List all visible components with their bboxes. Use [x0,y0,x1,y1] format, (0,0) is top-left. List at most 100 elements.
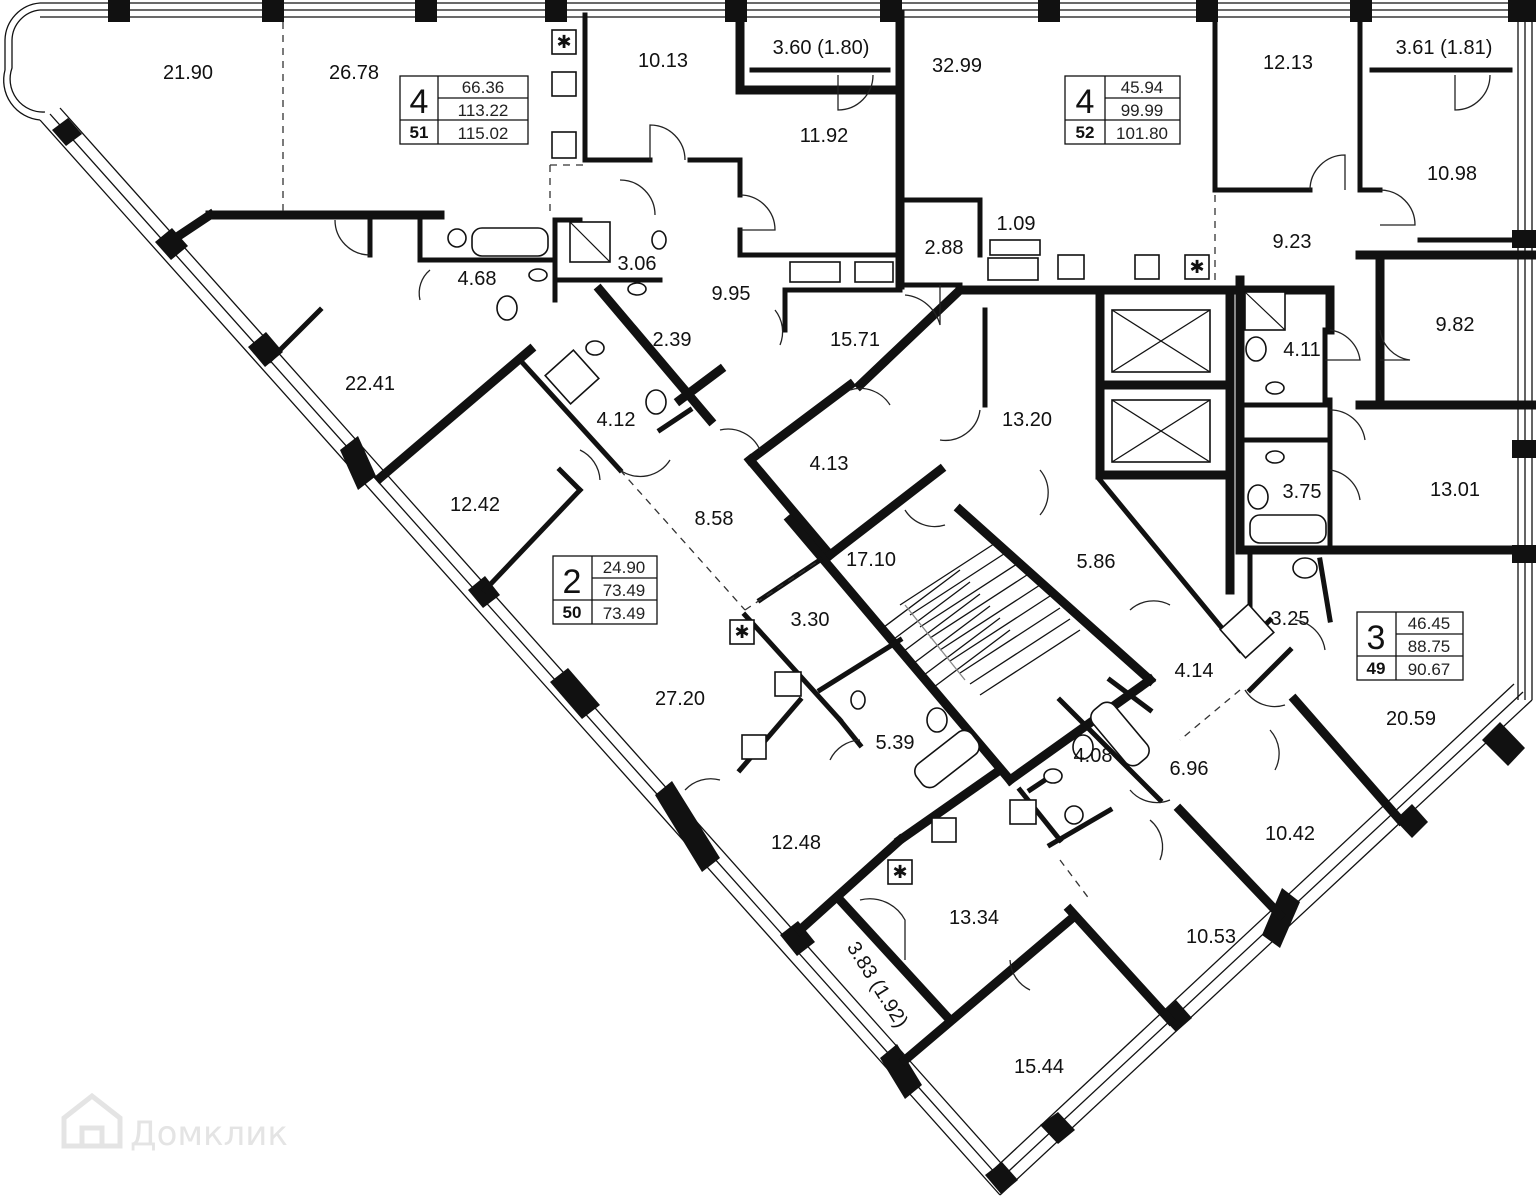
structural-walls [173,10,1536,1067]
apartment-living-area: 45.94 [1121,78,1164,97]
room-area-label: 2.88 [925,237,964,259]
room-area-label: 3.30 [791,609,830,631]
sink-icon [1057,254,1085,280]
apartment-rooms: 3 [1367,619,1386,657]
washbasin-icon [1292,557,1318,579]
shower-icon [1219,603,1275,659]
watermark-text: Домклик [130,1114,288,1154]
room-area-label: 15.71 [830,329,880,351]
toilet-icon [627,282,647,296]
room-area-label: 13.01 [1430,479,1480,501]
room-area-label: 9.82 [1436,314,1475,336]
apartment-area-with-balcony: 115.02 [458,124,509,143]
room-area-label: 2.39 [653,329,692,351]
apartment-number: 52 [1076,123,1095,142]
core [879,309,1211,696]
facade-piers [52,0,1536,1194]
apartment-rooms: 4 [1076,83,1095,121]
room-area-label: 21.90 [163,62,213,84]
bathtub-icon [1249,514,1327,544]
counter-icon [789,261,841,283]
watermark: Домклик [61,1092,288,1154]
apartment-area-with-balcony: 90.67 [1408,660,1451,679]
room-area-label: 26.78 [329,62,379,84]
bathtub-icon [1090,701,1150,767]
room-area-label: 3.75 [1283,481,1322,503]
room-area-label: 3.06 [618,253,657,275]
svg-text:✱: ✱ [1189,257,1204,278]
toilet-icon [1043,768,1063,784]
staircase-icon [879,539,1081,696]
toilet-icon [651,230,667,250]
svg-text:✱: ✱ [892,862,907,883]
apartment-number: 49 [1367,659,1386,678]
room-area-label: 10.42 [1265,823,1315,845]
room-area-label: 17.10 [846,549,896,571]
counter-icon [987,257,1039,281]
toilet-icon [850,690,866,710]
apartment-total-area: 113.22 [458,101,509,120]
bathtub-icon [471,227,549,257]
counter-icon [854,261,894,283]
room-area-label: 5.86 [1077,551,1116,573]
apartment-living-area: 24.90 [603,558,646,577]
washbasin-icon [1245,336,1267,362]
apartment-area-with-balcony: 101.80 [1116,124,1168,143]
ventilation-icon [887,859,913,885]
svg-text:✱: ✱ [734,622,749,643]
washbasin-icon [926,707,948,733]
room-area-label: 3.61 (1.81) [1396,37,1493,59]
room-area-label: 27.20 [655,688,705,710]
room-area-label: 12.48 [771,832,821,854]
room-area-label: 3.60 (1.80) [773,37,870,59]
room-area-label: 13.20 [1002,409,1052,431]
zone-dividers [282,22,1241,901]
apartment-living-area: 46.45 [1408,614,1451,633]
ventilation-icon [729,619,755,645]
house-icon [61,1092,123,1149]
room-area-label: 22.41 [345,373,395,395]
room-area-label: 1.09 [997,213,1036,235]
apartment-total-area: 73.49 [603,581,646,600]
ventilation-icon [1184,254,1210,280]
room-area-label: 10.53 [1186,926,1236,948]
room-area-label: 11.92 [800,125,849,147]
apartment-info-51: 4 51 66.36 113.22 115.02 [399,75,529,145]
apartment-total-area: 88.75 [1408,637,1451,656]
room-area-label: 4.11 [1283,339,1320,361]
toilet-icon [585,340,605,356]
room-area-label: 32.99 [932,55,982,77]
washer-icon [447,228,467,248]
apartment-number: 51 [410,123,429,142]
room-area-label: 4.08 [1074,745,1113,767]
partition-walls [266,12,1536,849]
room-area-label: 10.13 [638,50,688,72]
room-area-label: 6.96 [1170,758,1209,780]
apartment-rooms: 4 [410,83,429,121]
room-area-label: 4.14 [1175,660,1214,682]
washbasin-icon [1247,484,1269,510]
room-area-label: 8.58 [695,508,734,530]
apartment-rooms: 2 [563,563,582,601]
washbasin-icon [496,295,518,321]
sink-icon [1009,799,1037,825]
door-swings [334,74,1491,991]
toilet-icon [1265,450,1285,464]
sink-icon [774,671,802,697]
bathtub-icon [914,729,980,789]
toilet-icon [1265,381,1285,395]
room-area-label: 10.98 [1427,163,1477,185]
apartment-total-area: 99.99 [1121,101,1164,120]
room-area-label: 4.12 [597,409,636,431]
room-area-label: 13.34 [949,907,999,929]
svg-text:✱: ✱ [556,32,571,53]
washer-icon [1064,805,1084,825]
room-area-label: 3.25 [1271,608,1310,630]
fixtures: ✱ ✱ ✱ ✱ [447,29,1327,885]
room-area-label: 20.59 [1386,708,1436,730]
ventilation-icon [551,29,577,55]
room-area-label: 4.13 [810,453,849,475]
room-area-label: 12.42 [450,494,500,516]
counter-icon [989,239,1041,256]
